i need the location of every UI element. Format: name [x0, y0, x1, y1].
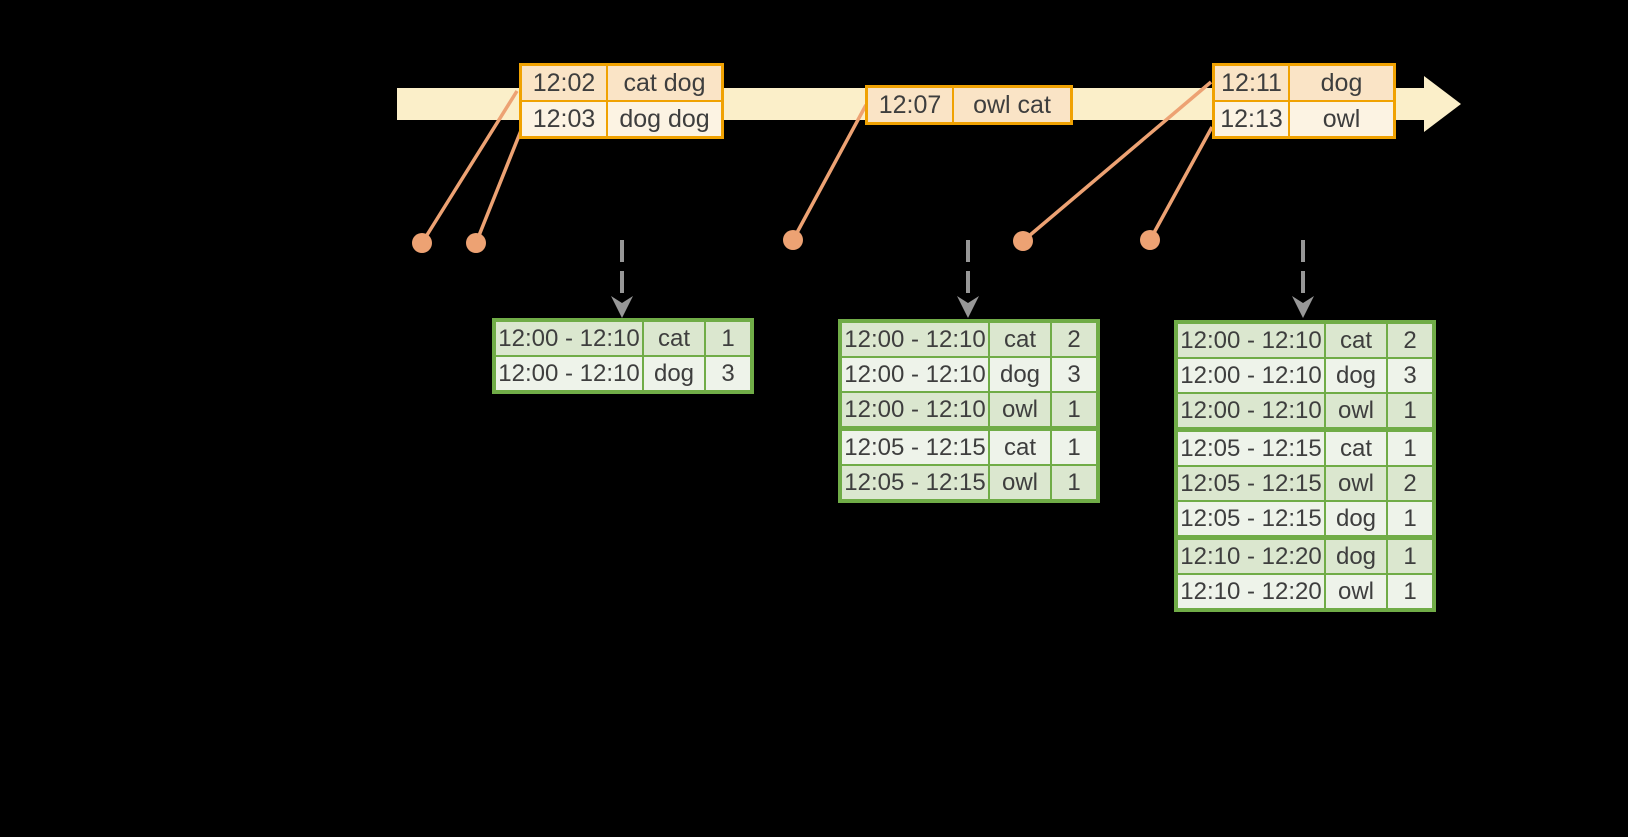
- event-connector-line: [791, 104, 868, 241]
- event-words: owl cat: [952, 85, 1073, 125]
- result-window: 12:00 - 12:10: [1175, 321, 1326, 359]
- result-word: owl: [988, 464, 1052, 502]
- result-count: 1: [1050, 391, 1099, 430]
- result-count: 1: [1386, 573, 1435, 611]
- result-count: 3: [1050, 356, 1099, 393]
- result-word: dog: [1324, 500, 1388, 539]
- event-dot: [1013, 231, 1033, 251]
- result-window: 12:00 - 12:10: [839, 320, 990, 358]
- event-row: 12:07 owl cat: [865, 85, 1073, 125]
- result-row: 12:05 - 12:15 owl 1: [839, 464, 1099, 502]
- result-row: 12:00 - 12:10 owl 1: [1175, 392, 1435, 431]
- event-words: dog dog: [606, 100, 724, 139]
- result-count: 1: [1386, 427, 1435, 467]
- result-table-3: 12:00 - 12:10 cat 2 12:00 - 12:10 dog 3 …: [1174, 320, 1436, 612]
- event-table-2: 12:07 owl cat: [865, 85, 1073, 125]
- result-window: 12:05 - 12:15: [839, 464, 990, 502]
- result-row: 12:05 - 12:15 dog 1: [1175, 500, 1435, 539]
- event-words: owl: [1288, 100, 1396, 139]
- result-window: 12:05 - 12:15: [839, 426, 990, 466]
- result-count: 1: [1050, 426, 1099, 466]
- result-row: 12:00 - 12:10 cat 2: [1175, 321, 1435, 359]
- result-row: 12:10 - 12:20 owl 1: [1175, 573, 1435, 611]
- event-row: 12:13 owl: [1212, 100, 1396, 139]
- result-word: cat: [642, 319, 706, 357]
- result-count: 2: [1050, 320, 1099, 358]
- result-row: 12:00 - 12:10 dog 3: [493, 355, 753, 393]
- result-word: owl: [1324, 465, 1388, 502]
- result-row: 12:05 - 12:15 cat 1: [839, 426, 1099, 466]
- result-word: dog: [988, 356, 1052, 393]
- result-row: 12:00 - 12:10 owl 1: [839, 391, 1099, 430]
- event-dot: [1140, 230, 1160, 250]
- event-connector-line: [1148, 126, 1214, 241]
- result-window: 12:00 - 12:10: [839, 356, 990, 393]
- result-window: 12:05 - 12:15: [1175, 427, 1326, 467]
- result-count: 1: [1386, 535, 1435, 575]
- result-word: cat: [988, 320, 1052, 358]
- result-word: dog: [1324, 357, 1388, 394]
- result-count: 2: [1386, 465, 1435, 502]
- result-word: cat: [1324, 321, 1388, 359]
- result-count: 1: [1050, 464, 1099, 502]
- result-count: 1: [1386, 500, 1435, 539]
- event-table-1: 12:02 cat dog 12:03 dog dog: [519, 63, 724, 139]
- event-dot: [412, 233, 432, 253]
- result-row: 12:05 - 12:15 owl 2: [1175, 465, 1435, 502]
- timeline-arrowhead-icon: [1424, 76, 1461, 132]
- event-time: 12:02: [519, 63, 608, 102]
- result-window: 12:00 - 12:10: [839, 391, 990, 430]
- event-connector-line: [420, 90, 519, 244]
- result-window: 12:00 - 12:10: [1175, 357, 1326, 394]
- result-row: 12:00 - 12:10 dog 3: [839, 356, 1099, 393]
- event-time: 12:11: [1212, 63, 1290, 102]
- event-connector-line: [474, 127, 524, 244]
- result-row: 12:00 - 12:10 cat 2: [839, 320, 1099, 358]
- result-window: 12:00 - 12:10: [493, 355, 644, 393]
- result-word: dog: [1324, 535, 1388, 575]
- event-words: dog: [1288, 63, 1396, 102]
- event-words: cat dog: [606, 63, 724, 102]
- event-row: 12:11 dog: [1212, 63, 1396, 102]
- event-table-3: 12:11 dog 12:13 owl: [1212, 63, 1396, 139]
- event-connector-line: [1021, 80, 1213, 243]
- result-window: 12:05 - 12:15: [1175, 465, 1326, 502]
- trigger-arrowhead-icon: [611, 296, 633, 318]
- result-count: 3: [1386, 357, 1435, 394]
- result-window: 12:05 - 12:15: [1175, 500, 1326, 539]
- event-time: 12:07: [865, 85, 954, 125]
- result-word: dog: [642, 355, 706, 393]
- result-word: owl: [1324, 392, 1388, 431]
- result-row: 12:05 - 12:15 cat 1: [1175, 427, 1435, 467]
- event-row: 12:02 cat dog: [519, 63, 724, 102]
- result-word: owl: [1324, 573, 1388, 611]
- result-word: cat: [988, 426, 1052, 466]
- result-window: 12:00 - 12:10: [1175, 392, 1326, 431]
- result-window: 12:00 - 12:10: [493, 319, 644, 357]
- result-table-2: 12:00 - 12:10 cat 2 12:00 - 12:10 dog 3 …: [838, 319, 1100, 503]
- result-row: 12:00 - 12:10 cat 1: [493, 319, 753, 357]
- result-row: 12:10 - 12:20 dog 1: [1175, 535, 1435, 575]
- trigger-arrowhead-icon: [957, 296, 979, 318]
- result-word: cat: [1324, 427, 1388, 467]
- result-row: 12:00 - 12:10 dog 3: [1175, 357, 1435, 394]
- event-dot: [783, 230, 803, 250]
- result-count: 3: [704, 355, 753, 393]
- result-count: 1: [1386, 392, 1435, 431]
- result-count: 2: [1386, 321, 1435, 359]
- result-count: 1: [704, 319, 753, 357]
- trigger-arrowhead-icon: [1292, 296, 1314, 318]
- result-window: 12:10 - 12:20: [1175, 535, 1326, 575]
- event-row: 12:03 dog dog: [519, 100, 724, 139]
- result-word: owl: [988, 391, 1052, 430]
- result-window: 12:10 - 12:20: [1175, 573, 1326, 611]
- event-time: 12:03: [519, 100, 608, 139]
- event-dot: [466, 233, 486, 253]
- event-time: 12:13: [1212, 100, 1290, 139]
- result-table-1: 12:00 - 12:10 cat 1 12:00 - 12:10 dog 3: [492, 318, 754, 394]
